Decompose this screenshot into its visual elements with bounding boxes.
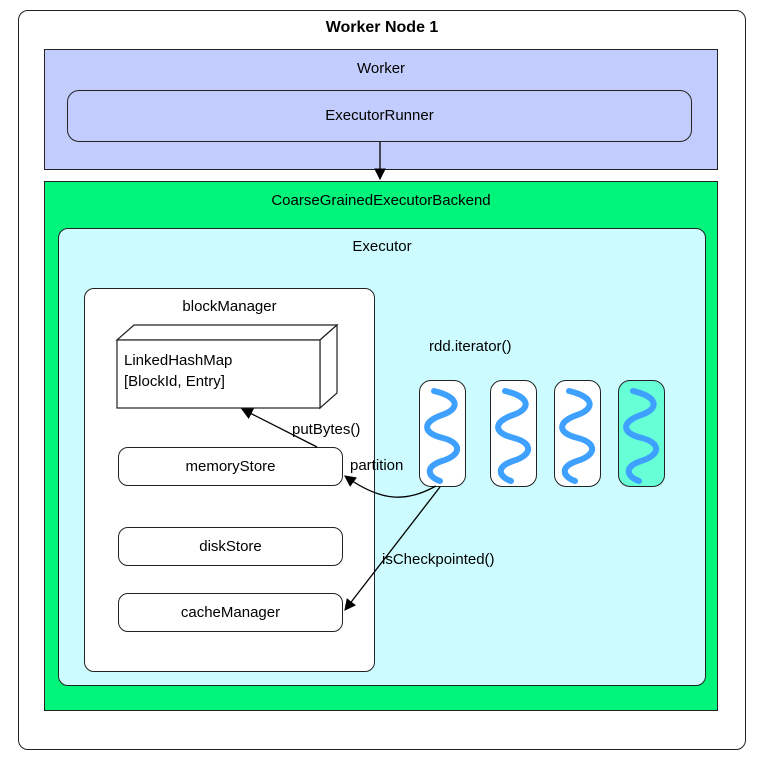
- cache-manager-label: cacheManager: [180, 604, 281, 621]
- disk-store-label: diskStore: [199, 538, 262, 555]
- rdd-iterator-label: rdd.iterator(): [429, 338, 512, 355]
- linked-hash-map-type-label: [BlockId, Entry]: [124, 373, 225, 390]
- memory-store-label: memoryStore: [185, 458, 276, 475]
- put-bytes-label: putBytes(): [292, 421, 361, 438]
- partition-4: [618, 380, 665, 487]
- disk-store-box: diskStore: [118, 527, 343, 566]
- wave-icon: [559, 388, 596, 484]
- memory-store-box: memoryStore: [118, 447, 343, 486]
- backend-label: CoarseGrainedExecutorBackend: [271, 192, 491, 209]
- executor-label: Executor: [352, 238, 412, 255]
- worker-node-title: Worker Node 1: [325, 19, 439, 36]
- partition-label: partition: [350, 457, 404, 474]
- linked-hash-map-label: LinkedHashMap: [124, 352, 233, 369]
- partition-2: [490, 380, 537, 487]
- worker-label: Worker: [356, 60, 406, 77]
- wave-icon: [623, 388, 660, 484]
- block-manager-label: blockManager: [182, 298, 277, 315]
- linked-hash-map-cube: [115, 323, 339, 410]
- wave-icon: [495, 388, 532, 484]
- partition-1: [419, 380, 466, 487]
- wave-icon: [424, 388, 461, 484]
- executor-runner-label: ExecutorRunner: [325, 107, 434, 124]
- is-checkpointed-label: isCheckpointed(): [382, 551, 495, 568]
- executor-runner-box: ExecutorRunner: [67, 90, 692, 142]
- partition-3: [554, 380, 601, 487]
- cache-manager-box: cacheManager: [118, 593, 343, 632]
